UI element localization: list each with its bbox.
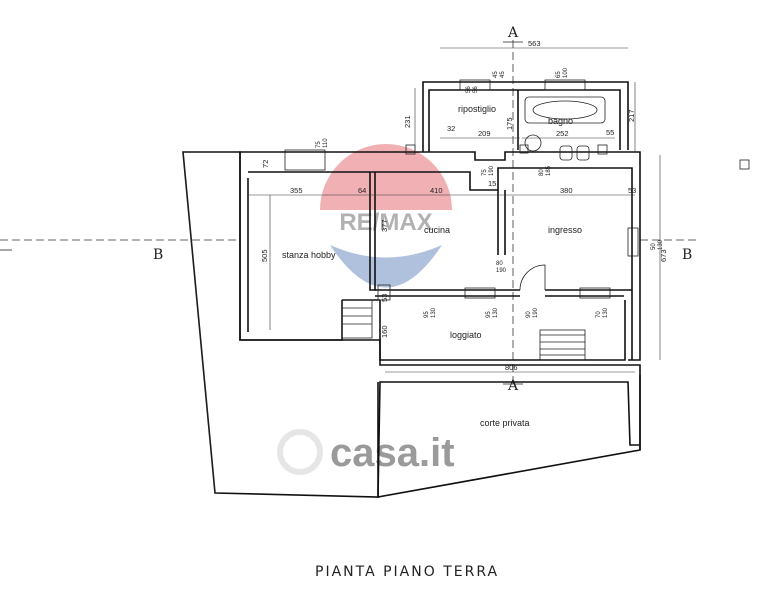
dim-410: 410 [430, 186, 443, 195]
dim-ripostiglio-width: 209 [478, 129, 491, 138]
dim-h231: 231 [403, 115, 412, 128]
remax-logo: RE/MAX [320, 144, 452, 288]
dimension-lines [248, 47, 661, 373]
dim-160: 160 [380, 325, 389, 338]
opening-1: 5656 [466, 86, 479, 93]
dim-55: 55 [606, 128, 614, 137]
dim-15: 15 [488, 179, 496, 188]
dim-53-top: 53 [628, 186, 636, 195]
room-ripostiglio: ripostiglio [458, 104, 496, 114]
casa-watermark: casa.it [277, 429, 455, 475]
dim-806: 806 [505, 363, 518, 372]
opening-2: 4545 [493, 71, 506, 78]
opening-6: 80185 [539, 165, 552, 176]
section-label-a-top: A [507, 25, 519, 41]
dim-53-lower: 53 [380, 294, 389, 302]
opening-3: 65100 [556, 67, 569, 78]
room-ingresso: ingresso [548, 225, 582, 235]
dim-h217: 217 [627, 109, 636, 122]
section-label-a-bottom: A [507, 378, 519, 394]
corte-private-boundary [377, 375, 641, 498]
fixtures [284, 79, 750, 361]
dim-top-overall: 563 [528, 39, 541, 48]
dim-505: 505 [260, 249, 269, 262]
dim-355: 355 [290, 186, 303, 195]
casa-text: casa.it [330, 431, 455, 475]
section-label-b-left: B [153, 247, 163, 263]
room-corte-privata: corte privata [480, 418, 530, 428]
opening-9: 95130 [486, 307, 499, 318]
opening-11: 70130 [596, 307, 609, 318]
opening-10: 90190 [526, 307, 539, 318]
dim-72: 72 [261, 160, 270, 168]
room-cucina: cucina [424, 225, 450, 235]
dim-32: 32 [447, 124, 455, 133]
dim-175: 175 [505, 117, 514, 130]
section-label-b-right: B [682, 247, 692, 263]
opening-4: 75110 [316, 138, 329, 148]
dim-64: 64 [358, 186, 366, 195]
room-bagno: bagno [548, 116, 573, 126]
dim-673: 673 [659, 249, 668, 262]
opening-5: 75190 [482, 165, 495, 176]
room-loggiato: loggiato [450, 330, 482, 340]
dim-380: 380 [560, 186, 573, 195]
drawing-title: PIANTA PIANO TERRA [315, 564, 499, 580]
opening-12: 50130 [651, 239, 664, 250]
remax-text: RE/MAX [339, 209, 432, 236]
dim-377: 377 [380, 219, 389, 232]
section-lines [0, 40, 700, 385]
room-stanza-hobby: stanza hobby [282, 250, 336, 260]
opening-8: 95130 [424, 307, 437, 318]
building-walls [239, 81, 641, 361]
dim-bagno-width: 252 [556, 129, 569, 138]
